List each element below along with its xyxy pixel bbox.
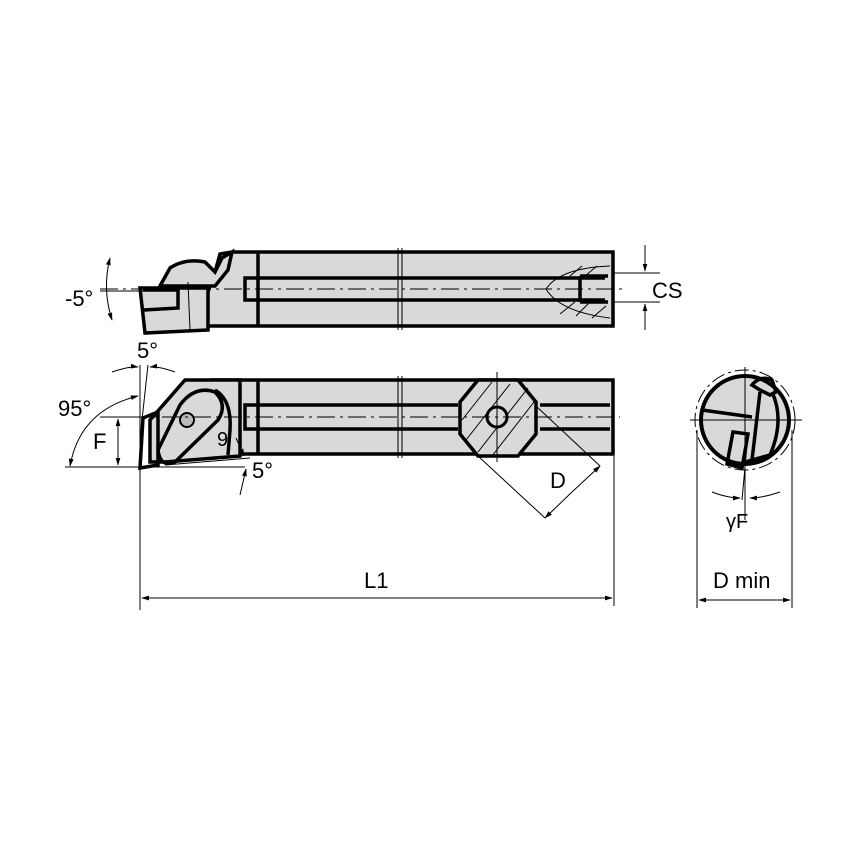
inclination-angle-label: -5° (65, 286, 93, 311)
end-view: γF D min (690, 367, 802, 608)
overall-length-label: L1 (364, 568, 388, 593)
min-bore-diameter-label: D min (713, 568, 770, 593)
clearance-bottom-label: 5° (252, 458, 273, 483)
shank-diameter-label: D (550, 468, 566, 493)
top-view: 9 5° 95° (58, 338, 620, 610)
side-view: -5° CS (65, 245, 683, 335)
offset-label: F (93, 429, 106, 454)
clearance-top-label: 5° (137, 338, 158, 363)
lead-angle-label: 95° (58, 396, 91, 421)
lever-glyph: 9 (217, 429, 228, 451)
rake-angle-label: γF (726, 511, 748, 533)
coolant-size-label: CS (652, 278, 683, 303)
